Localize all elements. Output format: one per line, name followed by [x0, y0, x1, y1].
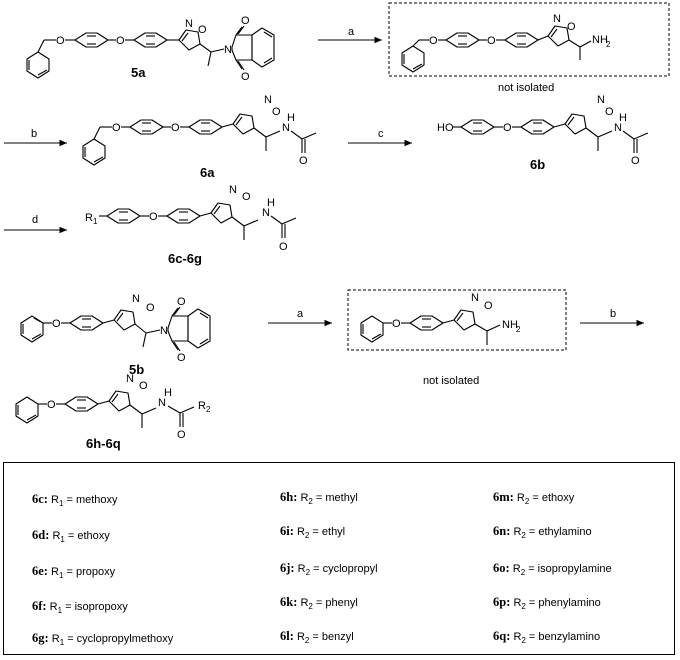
- svg-text:H: H: [267, 197, 275, 209]
- legend-entry-6n: 6n: R2 = ethylamino: [493, 524, 592, 541]
- legend-entry-6p: 6p: R2 = phenylamino: [493, 595, 601, 612]
- svg-text:O: O: [52, 318, 61, 330]
- svg-text:O: O: [146, 302, 155, 314]
- reagent-label-b2: b: [610, 308, 616, 320]
- svg-text:O: O: [487, 35, 496, 47]
- svg-text:N: N: [229, 184, 237, 196]
- svg-text:O: O: [272, 106, 281, 118]
- svg-text:NH: NH: [502, 319, 518, 331]
- svg-text:O: O: [299, 155, 308, 167]
- legend-entry-6h: 6h: R2 = methyl: [280, 490, 358, 507]
- legend-entry-6l: 6l: R2 = benzyl: [280, 629, 354, 646]
- svg-text:1: 1: [93, 217, 98, 226]
- svg-text:R: R: [85, 212, 93, 224]
- svg-text:H: H: [164, 387, 172, 399]
- svg-text:H: H: [287, 112, 295, 124]
- structure-5a: O O N O N O O: [26, 15, 275, 83]
- not-isolated-note-1: not isolated: [498, 82, 554, 94]
- svg-text:O: O: [279, 241, 288, 253]
- reagent-label-a2: a: [297, 308, 304, 320]
- intermediate-box-1: [388, 2, 670, 77]
- svg-text:O: O: [429, 35, 438, 47]
- structure-6b: HO O N O N H O: [437, 94, 649, 167]
- svg-text:N: N: [160, 325, 168, 337]
- compound-label-5a: 5a: [131, 65, 146, 80]
- legend-entry-6c: 6c: R1 = methoxy: [32, 492, 118, 509]
- svg-text:N: N: [614, 122, 622, 134]
- legend-entry-6g: 6g: R1 = cyclopropylmethoxy: [32, 631, 174, 648]
- svg-text:O: O: [241, 15, 250, 27]
- svg-text:N: N: [264, 94, 272, 106]
- svg-text:O: O: [116, 35, 125, 47]
- svg-text:O: O: [112, 122, 121, 134]
- svg-text:N: N: [185, 18, 193, 30]
- svg-text:N: N: [126, 373, 134, 385]
- legend-entry-6i: 6i: R2 = ethyl: [280, 524, 346, 541]
- svg-text:O: O: [177, 429, 186, 441]
- legend-entry-6q: 6q: R2 = benzylamino: [493, 629, 601, 646]
- legend-entry-6f: 6f: R1 = isopropoxy: [32, 599, 128, 616]
- svg-text:O: O: [605, 106, 614, 118]
- svg-text:N: N: [597, 94, 605, 106]
- svg-text:N: N: [132, 293, 140, 305]
- reagent-label-b1: b: [31, 128, 37, 140]
- svg-text:R: R: [198, 400, 206, 412]
- svg-text:HO: HO: [437, 122, 454, 134]
- svg-text:O: O: [567, 21, 576, 33]
- reagent-label-a1: a: [348, 26, 355, 38]
- structure-5b: O N O N O O: [20, 293, 211, 364]
- svg-text:O: O: [56, 35, 65, 47]
- legend-entry-6d: 6d: R1 = ethoxy: [32, 528, 110, 545]
- svg-text:N: N: [224, 44, 232, 56]
- svg-text:O: O: [198, 24, 207, 36]
- svg-text:2: 2: [206, 405, 211, 414]
- svg-text:O: O: [149, 211, 158, 223]
- svg-text:O: O: [242, 191, 251, 203]
- svg-text:N: N: [471, 292, 479, 304]
- svg-text:O: O: [392, 318, 401, 330]
- svg-text:O: O: [503, 122, 512, 134]
- svg-text:O: O: [47, 399, 56, 411]
- reagent-label-c1: c: [378, 128, 384, 140]
- structure-6a: O O N O N H O: [82, 94, 317, 167]
- substituent-legend: 6c: R1 = methoxy 6d: R1 = ethoxy 6e: R1 …: [3, 462, 675, 655]
- svg-text:H: H: [619, 112, 627, 124]
- compound-label-6b: 6b: [530, 157, 545, 172]
- legend-entry-6k: 6k: R2 = phenyl: [280, 595, 358, 612]
- svg-text:O: O: [171, 122, 180, 134]
- intermediate-box-2: [347, 289, 567, 351]
- svg-text:O: O: [177, 352, 186, 364]
- compound-label-6c-6g: 6c-6g: [168, 251, 202, 266]
- legend-entry-6e: 6e: R1 = propoxy: [32, 564, 116, 581]
- svg-text:O: O: [241, 71, 250, 83]
- svg-text:O: O: [177, 296, 186, 308]
- structure-amine-intermediate-2: O N O NH2: [360, 292, 521, 345]
- svg-text:N: N: [553, 13, 561, 25]
- svg-text:O: O: [484, 300, 493, 312]
- legend-entry-6o: 6o: R2 = isopropylamine: [493, 561, 612, 578]
- legend-entry-6j: 6j: R2 = cyclopropyl: [280, 561, 378, 578]
- structure-amine-intermediate-1: O O N O NH2: [401, 13, 611, 73]
- svg-text:O: O: [139, 380, 148, 392]
- svg-text:2: 2: [606, 40, 611, 49]
- svg-text:N: N: [282, 122, 290, 134]
- svg-text:N: N: [262, 207, 270, 219]
- not-isolated-note-2: not isolated: [423, 375, 479, 387]
- compound-label-6h-6q: 6h-6q: [86, 436, 121, 451]
- svg-text:O: O: [631, 155, 640, 167]
- reagent-label-d1: d: [32, 214, 38, 226]
- compound-label-5b: 5b: [129, 362, 144, 377]
- svg-text:N: N: [158, 397, 166, 409]
- svg-text:NH: NH: [592, 34, 608, 46]
- reaction-scheme: O O N O N O O 5a a: [4, 2, 670, 451]
- compound-label-6a: 6a: [200, 165, 215, 180]
- svg-text:2: 2: [516, 325, 521, 334]
- legend-entry-6m: 6m: R2 = ethoxy: [493, 490, 575, 507]
